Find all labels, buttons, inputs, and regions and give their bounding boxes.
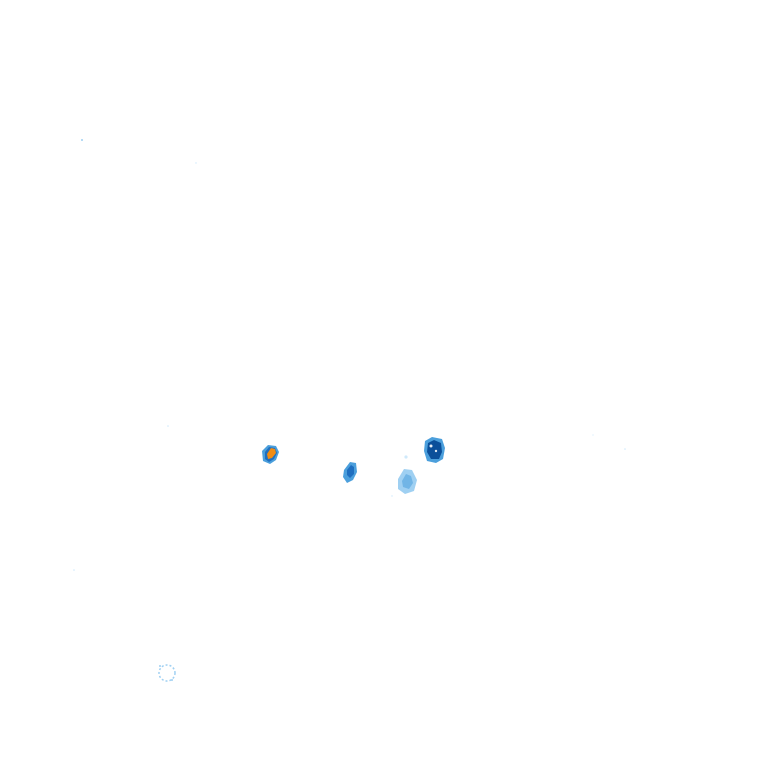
cell-center-core: [347, 465, 354, 478]
clutter-dot-2: [171, 679, 173, 681]
precipitation-cell-southeast: [398, 455, 417, 494]
speck: [624, 448, 626, 450]
noise-specks: [73, 139, 626, 571]
speck: [195, 162, 197, 164]
cell-west-core: [267, 448, 276, 459]
precipitation-cell-west: [262, 445, 279, 464]
speck: [81, 139, 83, 141]
ground-clutter-ring: [158, 664, 176, 682]
precipitation-cell-east: [424, 437, 445, 463]
clutter-dot-1: [159, 665, 161, 667]
speck: [167, 425, 169, 427]
cell-southeast-inner: [402, 474, 413, 489]
cell-southeast-speck: [404, 455, 408, 459]
cell-east-speck-1: [429, 444, 433, 448]
cell-east-speck-2: [434, 449, 438, 453]
precipitation-cell-center: [343, 462, 357, 483]
clutter-ring: [158, 664, 176, 682]
speck: [73, 569, 75, 571]
speck: [592, 434, 594, 436]
speck: [391, 495, 393, 497]
